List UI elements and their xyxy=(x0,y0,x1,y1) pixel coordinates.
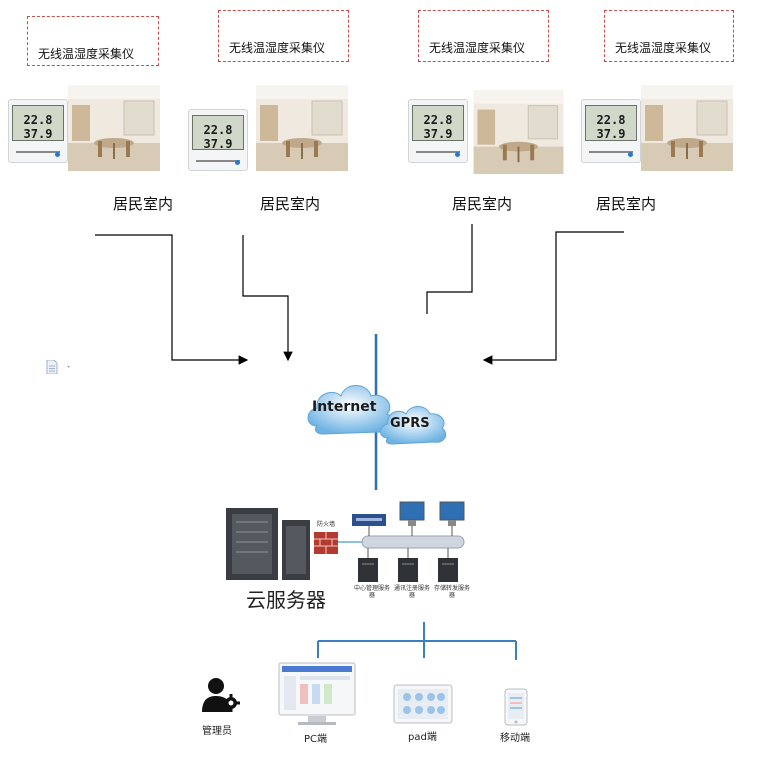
switch-icon xyxy=(352,514,386,526)
server-unit-icon xyxy=(438,558,458,582)
sensor-label: 无线温湿度采集仪 xyxy=(615,41,712,55)
server-unit-label: 存储转发服务器 xyxy=(433,585,470,599)
room-label: 居民室内 xyxy=(452,195,513,213)
server-rack-icon xyxy=(226,508,310,580)
client-label-pad: pad端 xyxy=(408,732,437,743)
cloud-internet-icon xyxy=(307,385,394,435)
client-label-mobile: 移动端 xyxy=(500,733,530,744)
pc-monitor-icon xyxy=(278,662,356,725)
connector-arrow-2 xyxy=(242,235,293,362)
phone-icon xyxy=(504,688,528,726)
server-unit-label: 通讯注册服务器 xyxy=(393,585,430,599)
sensor-box-2: 无线温湿度采集仪 xyxy=(218,10,349,62)
sensor-box-1: 无线温湿度采集仪 xyxy=(27,16,159,66)
room-photo-3 xyxy=(473,90,564,174)
client-label-admin: 管理员 xyxy=(202,726,232,737)
firewall-label: 防火墙 xyxy=(316,521,335,528)
workstation-icon xyxy=(399,501,425,526)
admin-icon xyxy=(202,678,240,712)
cloud-gprs-icon xyxy=(380,406,447,445)
cloud-server-title: 云服务器 xyxy=(246,588,326,612)
workstation-icon xyxy=(439,501,465,526)
room-photo-1 xyxy=(68,85,160,171)
internet-label: Internet xyxy=(312,399,377,415)
server-unit-icon xyxy=(398,558,418,582)
sensor-box-3: 无线温湿度采集仪 xyxy=(418,10,549,62)
server-unit-icon xyxy=(358,558,378,582)
room-photo-2 xyxy=(256,85,348,171)
client-label-pc: PC端 xyxy=(304,734,328,745)
firewall-icon xyxy=(314,532,338,554)
server-cluster xyxy=(226,501,465,582)
connector-arrow-1 xyxy=(95,234,249,365)
connector-line-3 xyxy=(426,224,473,314)
document-icon xyxy=(46,360,70,374)
room-label: 居民室内 xyxy=(260,195,321,213)
sensor-label: 无线温湿度采集仪 xyxy=(229,41,326,55)
sensor-label: 无线温湿度采集仪 xyxy=(38,47,135,61)
room-label: 居民室内 xyxy=(596,195,657,213)
gprs-label: GPRS xyxy=(390,416,430,431)
server-unit-label: 中心管理服务器 xyxy=(353,585,390,599)
room-label: 居民室内 xyxy=(113,195,174,213)
sensor-label: 无线温湿度采集仪 xyxy=(429,41,526,55)
tablet-icon xyxy=(393,684,453,724)
room-photo-4 xyxy=(641,85,733,171)
connector-arrow-4 xyxy=(482,231,624,365)
sensor-box-4: 无线温湿度采集仪 xyxy=(604,10,734,62)
